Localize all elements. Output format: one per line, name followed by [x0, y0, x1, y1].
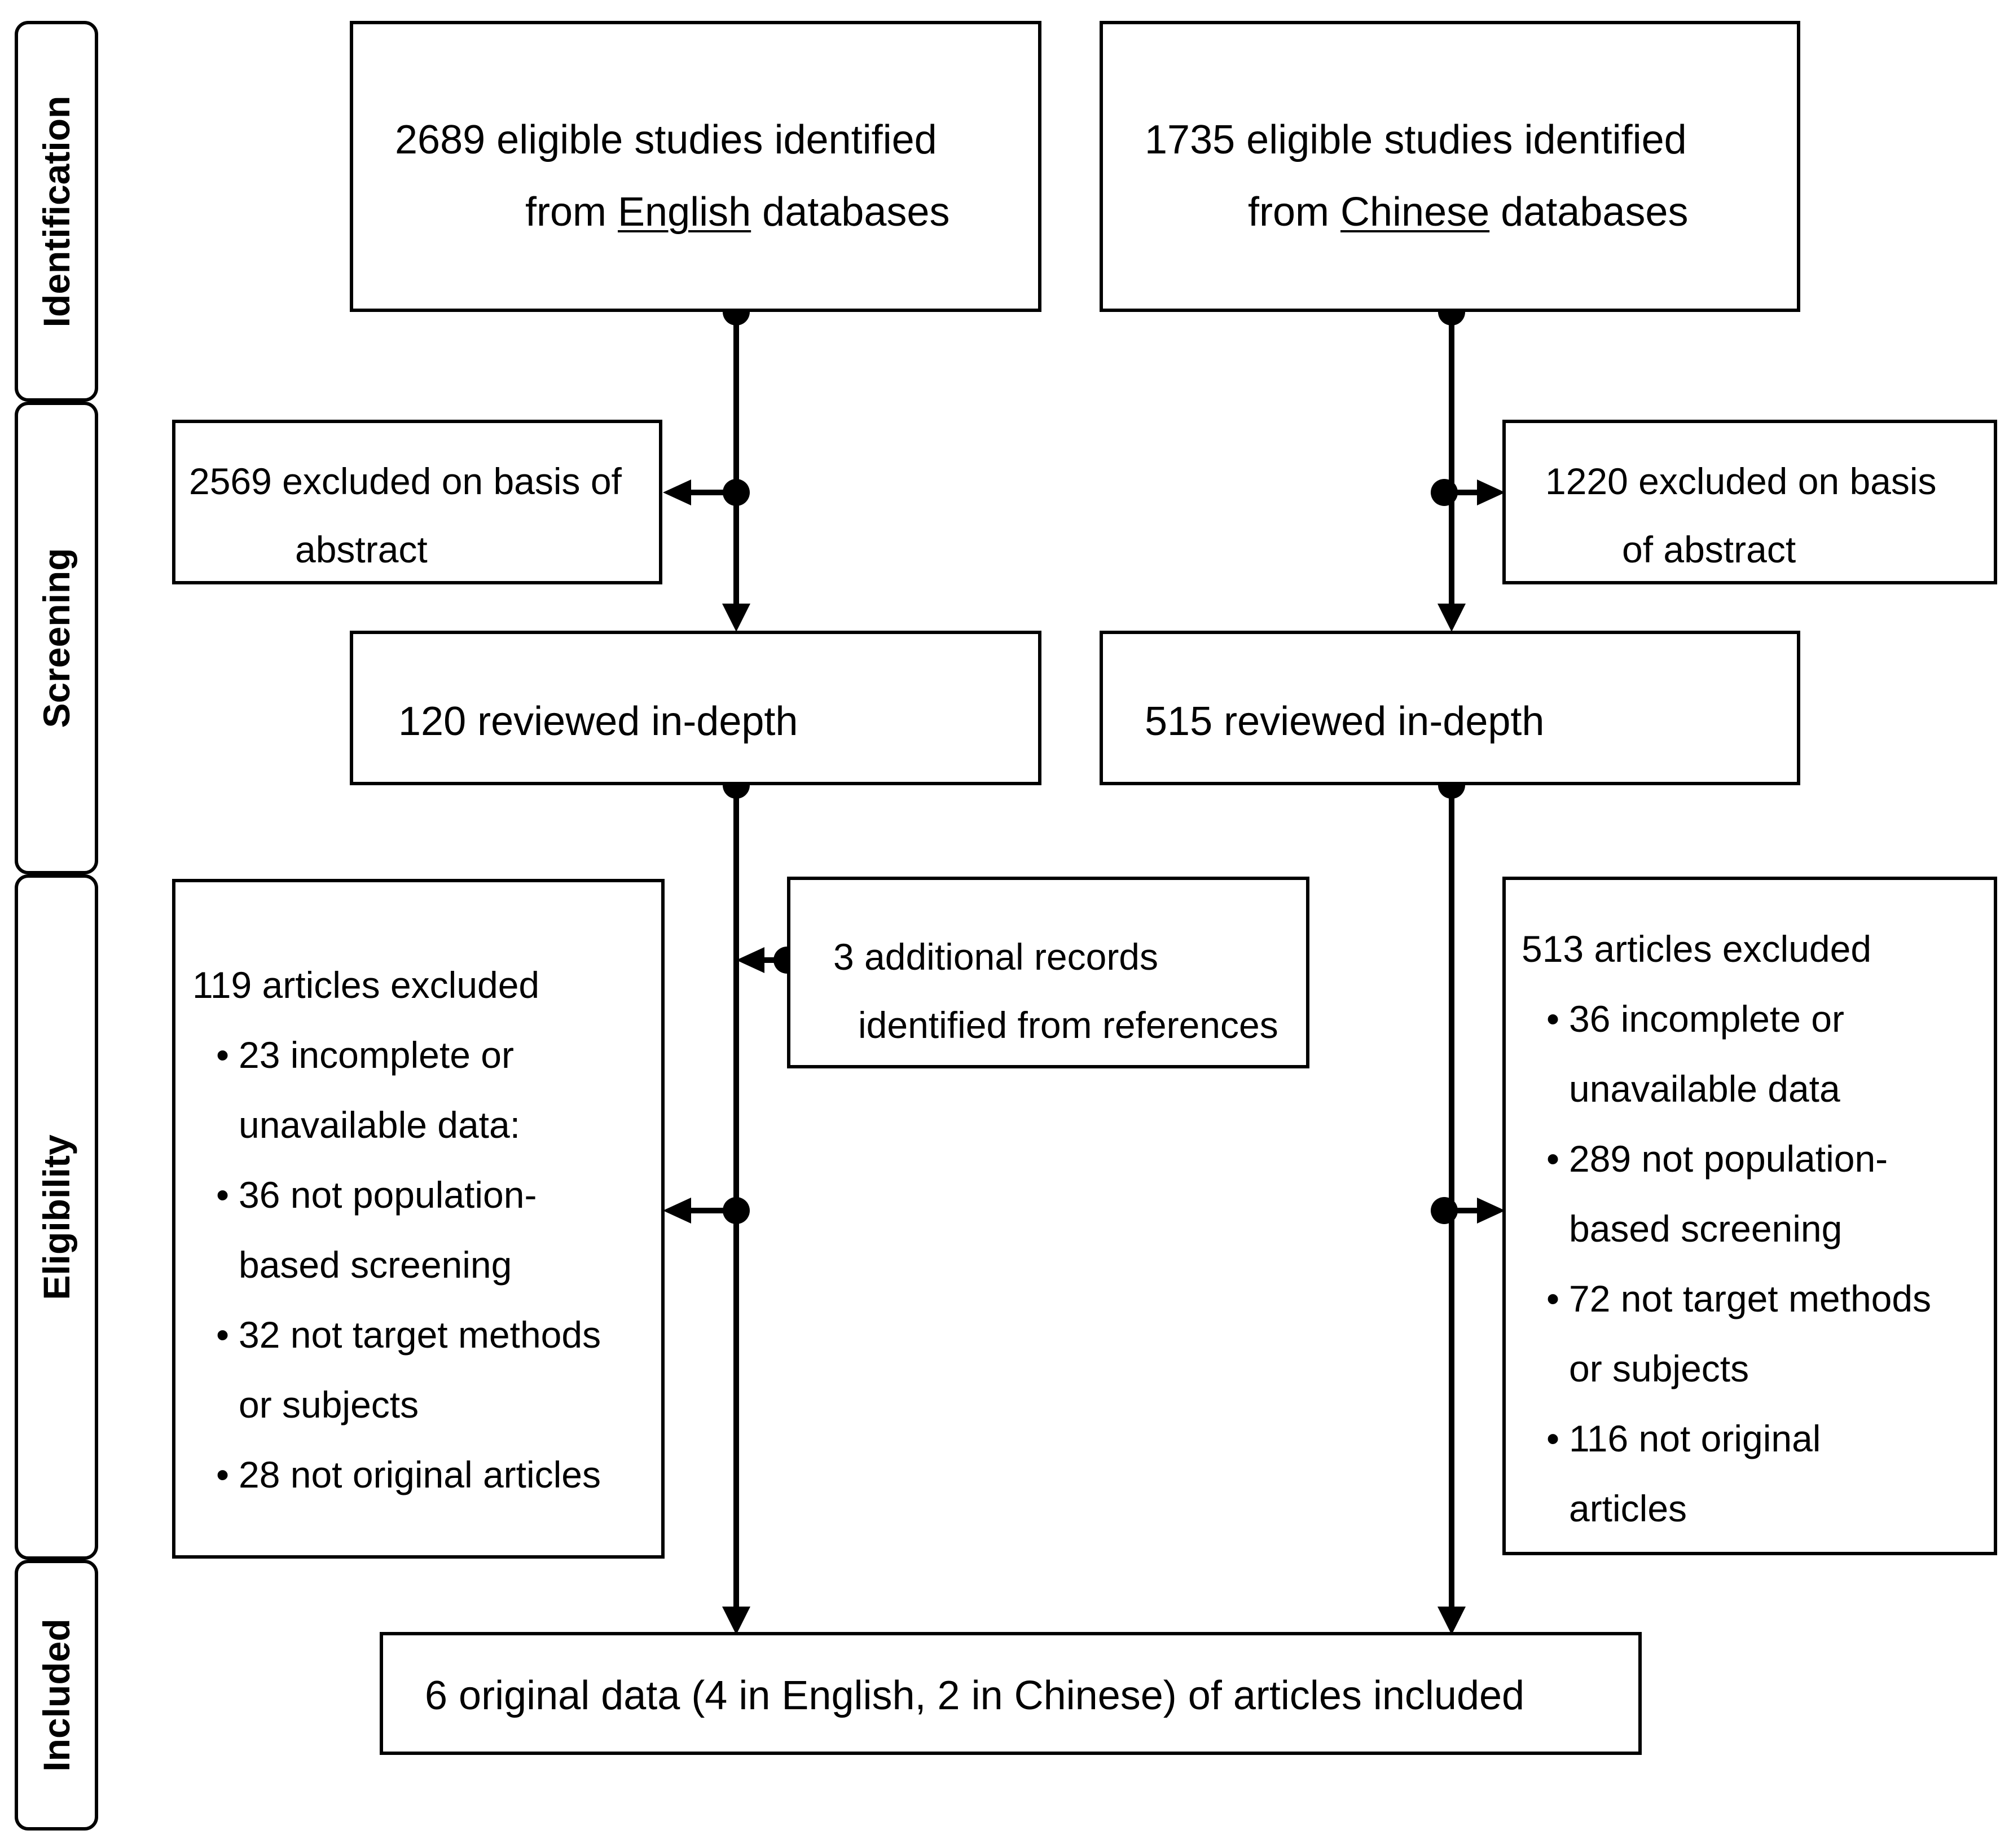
english-excluded-reason-item: 36 not population-based screening — [175, 1160, 601, 1300]
chinese-identified-box: 1735 eligible studies identified from Ch… — [1100, 21, 1800, 312]
english-reviewed-box: 120 reviewed in-depth — [350, 631, 1041, 785]
included-box: 6 original data (4 in English, 2 in Chin… — [380, 1632, 1642, 1755]
stage-eligibility: Eligibility — [15, 874, 98, 1560]
chinese-reviewed-text: 515 reviewed in-depth — [1145, 699, 1545, 744]
chinese-identified-line1: 1735 eligible studies identified — [1145, 117, 1687, 162]
english-identified-databases: databases — [751, 190, 950, 235]
arrowhead-english-included — [722, 1607, 750, 1635]
stage-identification-label: Identification — [36, 95, 77, 327]
stage-screening: Screening — [15, 402, 98, 874]
stage-included-label: Included — [36, 1618, 77, 1772]
english-identified-from: from — [525, 190, 618, 235]
english-abstract-excluded-box: 2569 excluded on basis of abstract — [172, 420, 662, 584]
english-additional-records-box: 3 additional records identified from ref… — [787, 877, 1309, 1068]
english-excluded-reason-item: 28 not original articles — [175, 1440, 601, 1510]
english-identified-box: 2689 eligible studies identified from En… — [350, 21, 1041, 312]
chinese-abstract-excluded-line2: of abstract — [1622, 529, 1796, 570]
chinese-identified-line2: from Chinese databases — [1248, 181, 1688, 244]
arrowhead-english-eligibility — [663, 1198, 691, 1224]
chinese-reviewed-box: 515 reviewed in-depth — [1100, 631, 1800, 785]
stage-screening-label: Screening — [36, 548, 77, 728]
chinese-language-label: Chinese — [1340, 190, 1490, 235]
chinese-identified-from: from — [1248, 190, 1341, 235]
arrowhead-chinese-included — [1437, 1607, 1466, 1635]
chinese-excluded-reason-item: 289 not population-based screening — [1506, 1124, 1931, 1264]
included-text: 6 original data (4 in English, 2 in Chin… — [425, 1673, 1525, 1718]
stage-included: Included — [15, 1560, 98, 1831]
arrowhead-english-abstract — [663, 479, 691, 505]
arrowhead-chinese-reviewed — [1437, 604, 1466, 632]
stage-eligibility-label: Eligibility — [36, 1134, 77, 1300]
dot-chinese-abstract — [1431, 479, 1458, 506]
stage-identification: Identification — [15, 21, 98, 402]
english-identified-line1: 2689 eligible studies identified — [395, 117, 937, 162]
english-identified-line2: from English databases — [525, 181, 949, 244]
english-abstract-excluded-line2: abstract — [295, 529, 428, 570]
arrowhead-chinese-eligibility — [1477, 1198, 1505, 1224]
english-reviewed-text: 120 reviewed in-depth — [398, 699, 798, 744]
chinese-excluded-title: 513 articles excluded — [1522, 928, 1872, 970]
english-excluded-title: 119 articles excluded — [192, 964, 540, 1006]
dot-english-abstract — [723, 479, 750, 506]
dot-chinese-eligibility — [1431, 1197, 1458, 1224]
english-language-label: English — [618, 190, 751, 235]
english-additional-line2: identified from references — [858, 1004, 1278, 1046]
dot-english-eligibility — [723, 1197, 750, 1224]
chinese-identified-databases: databases — [1489, 190, 1689, 235]
english-additional-line1: 3 additional records — [833, 936, 1159, 978]
english-articles-excluded-box: 119 articles excluded 23 incomplete orun… — [172, 879, 665, 1559]
english-abstract-excluded-line1: 2569 excluded on basis of — [189, 460, 622, 502]
chinese-articles-excluded-box: 513 articles excluded 36 incomplete orun… — [1502, 877, 1997, 1555]
arrowhead-english-additional — [736, 947, 764, 973]
chinese-abstract-excluded-box: 1220 excluded on basis of abstract — [1502, 420, 1997, 584]
chinese-abstract-excluded-line1: 1220 excluded on basis — [1545, 460, 1937, 502]
arrowhead-english-reviewed — [722, 604, 750, 632]
arrowhead-chinese-abstract — [1477, 479, 1505, 505]
